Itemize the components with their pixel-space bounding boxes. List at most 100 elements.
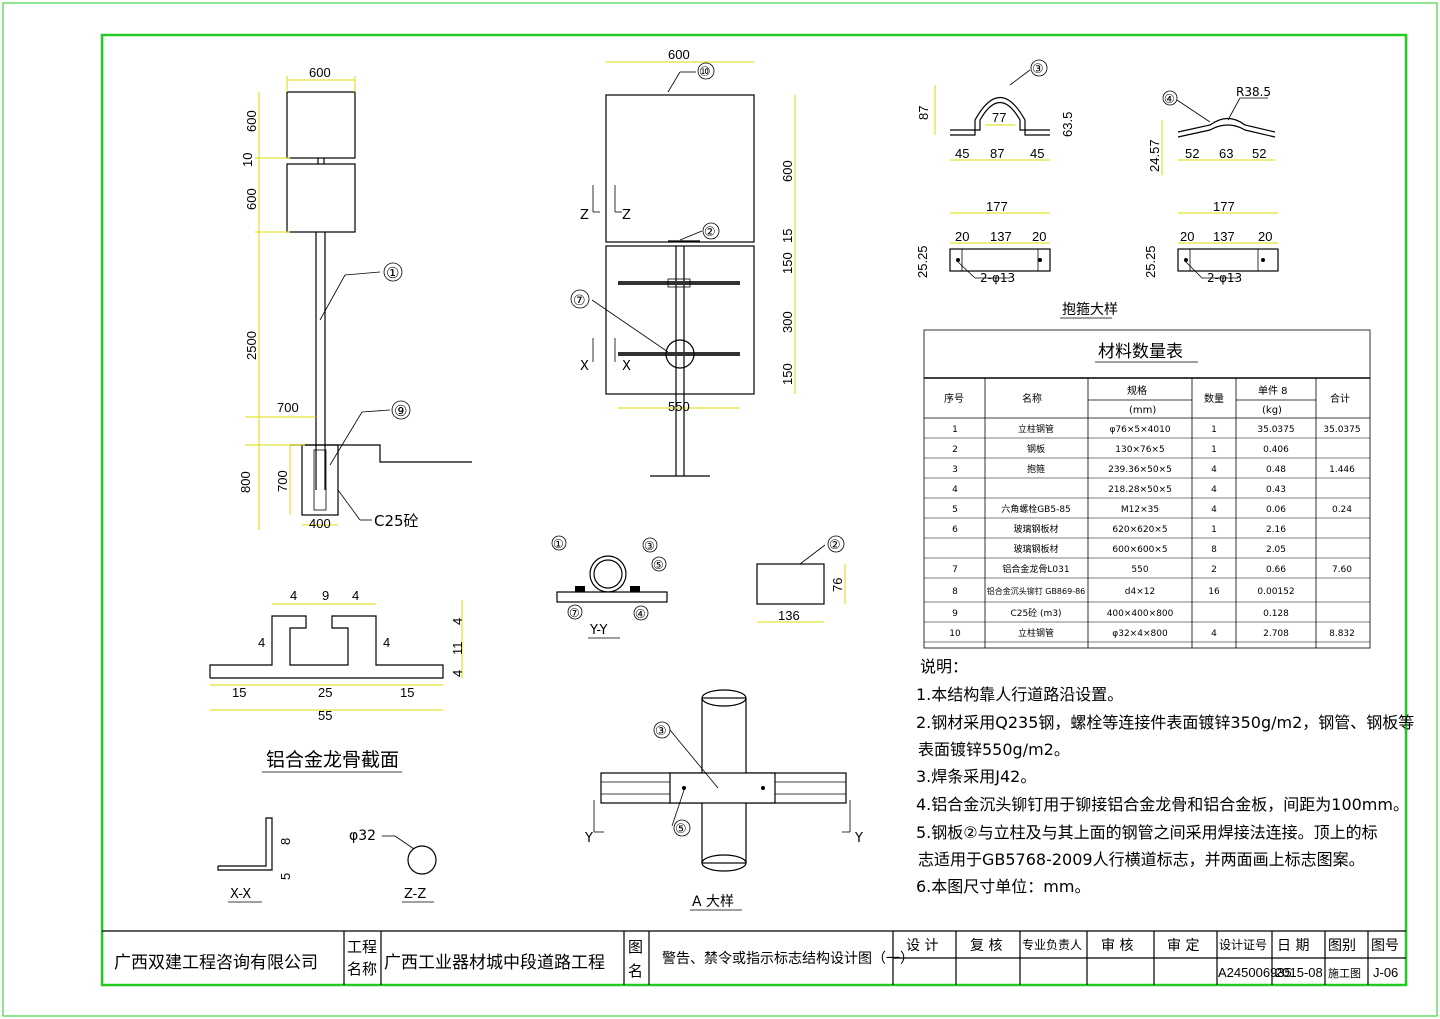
role-design: 设 计 xyxy=(906,938,938,954)
dim-keel-25: 25 xyxy=(318,685,332,700)
table-cell: 玻璃钢板材 xyxy=(1013,543,1058,555)
dim-15: 15 xyxy=(780,229,795,243)
role-sheet: 图号 xyxy=(1371,938,1399,954)
company-name: 广西双建工程咨询有限公司 xyxy=(114,953,318,973)
a-detail-view: ③ ⑤ Y Y A 大样 xyxy=(584,689,863,911)
th-no: 序号 xyxy=(944,392,964,405)
project-label-1: 工程 xyxy=(347,938,377,956)
table-cell: 2 xyxy=(1211,565,1217,575)
notes-heading: 说明： xyxy=(920,657,968,676)
dim-keel-15a: 15 xyxy=(232,685,246,700)
table-cell: 4 xyxy=(952,485,958,495)
category-value: 施工图 xyxy=(1328,967,1361,980)
table-cell: 6 xyxy=(952,525,958,535)
note-4: 4.铝合金沉头铆钉用于铆接铝合金龙骨和铝合金板，间距为100mm。 xyxy=(916,795,1409,814)
dim-76: 76 xyxy=(830,578,845,592)
table-cell: 35.0375 xyxy=(1323,425,1360,435)
table-cell: 抱箍 xyxy=(1027,463,1045,475)
radius-label: R38.5 xyxy=(1236,85,1271,99)
callout-5-a xyxy=(673,819,691,837)
section-y-right: Y xyxy=(854,831,863,846)
callout-3-hoop xyxy=(1030,59,1048,77)
keel-section-title: 铝合金龙骨截面 xyxy=(266,749,399,771)
dim-keel-4b: 4 xyxy=(352,588,359,603)
table-cell: 1.446 xyxy=(1329,465,1355,475)
dim-45-a: 45 xyxy=(955,146,969,161)
table-cell: 9 xyxy=(952,609,958,619)
table-cell: 2.05 xyxy=(1266,545,1286,555)
svg-text:③: ③ xyxy=(644,539,655,553)
svg-text:⑦: ⑦ xyxy=(573,293,586,309)
dim-137-b: 137 xyxy=(1213,229,1235,244)
table-cell: 620×620×5 xyxy=(1112,525,1167,535)
callout-2-plate xyxy=(827,535,845,553)
dim-20-d: 20 xyxy=(1258,229,1272,244)
dim-177-b: 177 xyxy=(1213,199,1235,214)
lower-sign-panel xyxy=(286,163,356,233)
dim-45-b: 45 xyxy=(1030,146,1044,161)
steel-plate-2 xyxy=(756,563,825,605)
dim-87: 87 xyxy=(916,106,931,120)
table-cell: 六角螺栓GB5-85 xyxy=(1001,503,1071,515)
svg-text:⑤: ⑤ xyxy=(653,558,664,572)
dim-keel-4d: 4 xyxy=(383,635,390,650)
dim-177-a: 177 xyxy=(986,199,1008,214)
table-cell: 4 xyxy=(1211,485,1217,495)
drawing-frame xyxy=(100,33,1408,987)
dim-150-b: 150 xyxy=(780,363,795,385)
table-cell: 16 xyxy=(1208,587,1220,597)
role-lead: 专业负责人 xyxy=(1022,937,1082,952)
table-cell: 0.48 xyxy=(1266,465,1286,475)
th-unit-weight: 单件 8 xyxy=(1258,385,1288,397)
svg-text:⑨: ⑨ xyxy=(394,402,407,420)
callout-5-yy xyxy=(651,556,667,572)
sheet-number: J-06 xyxy=(1373,965,1398,980)
table-cell: 130×76×5 xyxy=(1115,445,1164,455)
hoop-plan-a xyxy=(949,248,1051,272)
table-cell: 立柱钢管 xyxy=(1018,423,1054,435)
dim-136: 136 xyxy=(778,608,800,623)
svg-text:④: ④ xyxy=(635,607,646,621)
table-cell: 218.28×50×5 xyxy=(1108,485,1172,495)
callout-3-yy xyxy=(642,537,658,553)
callout-3-a xyxy=(653,721,671,739)
dim-52-a: 52 xyxy=(1185,146,1199,161)
svg-text:②: ② xyxy=(829,538,841,553)
table-cell: 0.00152 xyxy=(1257,587,1294,597)
dim-77: 77 xyxy=(992,110,1006,125)
table-cell: d4×12 xyxy=(1125,587,1155,597)
keel-lower xyxy=(618,352,740,356)
dim-xx-5: 5 xyxy=(278,873,293,880)
table-cell: 4 xyxy=(1211,505,1217,515)
th-spec-unit: (mm) xyxy=(1129,405,1156,416)
callout-4-hoop xyxy=(1162,90,1178,106)
table-cell: 3 xyxy=(952,465,958,475)
table-cell: 8 xyxy=(1211,545,1217,555)
table-cell: 钢板 xyxy=(1027,443,1045,455)
th-total: 合计 xyxy=(1330,392,1350,405)
table-cell: 1 xyxy=(1211,525,1217,535)
note-2: 2.钢材采用Q235钢，螺栓等连接件表面镀锌350g/m2，钢管、钢板等 xyxy=(916,713,1414,732)
dim-20-c: 20 xyxy=(1180,229,1194,244)
hoop-4 xyxy=(1177,117,1276,133)
callout-10 xyxy=(697,62,715,80)
table-cell: 8.832 xyxy=(1329,629,1355,639)
note-3: 3.焊条采用J42。 xyxy=(916,767,1036,786)
callout-7 xyxy=(570,289,590,309)
dim-600-top: 600 xyxy=(309,65,331,80)
callout-4-yy xyxy=(633,605,649,621)
section-z-left: Z xyxy=(580,208,589,223)
table-cell: 0.06 xyxy=(1266,505,1286,515)
dim-25-25-b: 25.25 xyxy=(1143,245,1158,278)
svg-text:④: ④ xyxy=(1164,92,1175,106)
dim-keel-4a: 4 xyxy=(290,588,297,603)
keel-section-view: 4 9 4 4 4 15 25 15 55 4 11 4 铝合金龙骨截面 xyxy=(209,588,465,773)
dim-700-vertical: 700 xyxy=(275,470,290,492)
project-name: 广西工业器材城中段道路工程 xyxy=(384,953,605,973)
hoop-detail: ③ 87 77 63.5 45 87 45 ④ R38.5 24.57 52 6… xyxy=(915,59,1279,319)
role-cert: 设计证号 xyxy=(1219,938,1267,952)
svg-text:⑩: ⑩ xyxy=(699,65,711,80)
bolt-label-a: 2-φ13 xyxy=(980,271,1015,285)
svg-text:①: ① xyxy=(553,537,564,551)
dim-keel-4f: 4 xyxy=(450,670,465,677)
